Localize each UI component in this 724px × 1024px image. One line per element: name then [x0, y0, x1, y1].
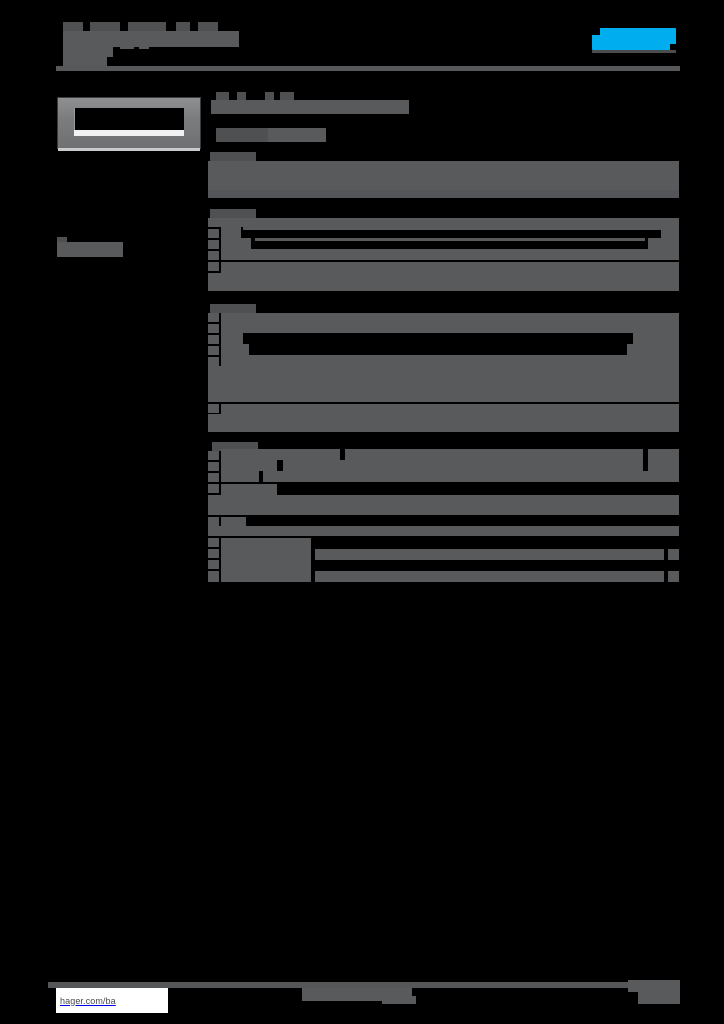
- table-row-key-extra: [221, 471, 259, 482]
- table-row-key: [redacted]: [208, 451, 219, 460]
- page-title-fragment: [265, 92, 274, 100]
- section-label: [redacted]: [212, 442, 258, 451]
- footer-page-number: [redacted]: [628, 980, 680, 992]
- footer-divider: [48, 982, 680, 988]
- header-title-block: [63, 31, 239, 47]
- footer-url-link[interactable]: hager.com/ba: [56, 988, 168, 1013]
- header-subtitle-fragment: [139, 42, 149, 49]
- footer-url-text: hager.com/ba: [60, 995, 116, 1006]
- section-body: [208, 366, 679, 402]
- header-reference-block: [redacted]: [63, 57, 107, 68]
- table-row-value: [redacted]: [263, 471, 679, 482]
- header-title-fragment: [90, 22, 120, 31]
- section-label: [redacted]: [210, 209, 256, 218]
- table-row-key-extra: [221, 460, 277, 471]
- table-row-unit: [633, 333, 679, 344]
- table-row-key: [redacted]: [208, 335, 219, 344]
- table-row-value: [redacted]: [250, 526, 679, 536]
- table-row-key: [redacted]: [208, 240, 219, 249]
- footer-page-number-extra: [638, 992, 680, 1004]
- table-row-value: [redacted]: [243, 227, 661, 230]
- table-row: [redacted]: [208, 218, 679, 227]
- header-divider: [56, 66, 680, 71]
- table-row-key: [redacted]: [208, 560, 219, 569]
- page-title-fragment: [216, 92, 229, 100]
- table-row-unit: [648, 460, 679, 471]
- page-title-fragment: [237, 92, 246, 100]
- hager-logo-shadow: [592, 50, 676, 53]
- header-subtitle-fragment: [120, 42, 134, 49]
- page-title: [redacted]: [211, 100, 409, 114]
- section-body: [208, 273, 679, 291]
- table-row-key: [redacted]: [208, 462, 219, 471]
- table-row-value: [redacted]: [345, 449, 643, 460]
- table-row-unit: [648, 449, 679, 460]
- table-row-key: [redacted]: [208, 313, 219, 322]
- header-title-fragment: [176, 22, 190, 31]
- table-row-key: [redacted]: [208, 484, 219, 493]
- product-photo: [57, 97, 201, 149]
- section-label: [redacted]: [210, 304, 256, 313]
- table-row-key-extra: [221, 517, 246, 526]
- table-row-key: [redacted]: [208, 251, 219, 260]
- table-row-value: [redacted]: [283, 460, 643, 471]
- table-row-key-wide: [208, 526, 254, 536]
- table-row-unit: [627, 344, 679, 355]
- table-row-key: [redacted]: [208, 229, 219, 238]
- table-row-key: [redacted]: [208, 404, 219, 413]
- page-footer: [redacted] [redacted]: [0, 960, 724, 1024]
- table-row-key: [redacted]: [208, 357, 219, 366]
- table-row-key-extra: [221, 238, 251, 249]
- table-row-unit: [661, 218, 679, 238]
- header-title-fragment: [redacted]: [63, 22, 83, 31]
- section-label: [redacted]: [210, 152, 256, 161]
- sidebar-note-block: [redacted]: [57, 242, 123, 257]
- table-row-unit: [668, 549, 679, 560]
- hager-logo: hager-logo: [592, 28, 676, 50]
- section-body: [208, 414, 679, 432]
- table-row-value: [redacted]: [208, 495, 679, 515]
- table-row-unit: [648, 238, 679, 249]
- header-title-fragment: [198, 22, 218, 31]
- table-row-key-extra: [221, 333, 243, 344]
- page-header: [redacted] [redacted] [redacted] hager-l…: [0, 0, 724, 80]
- table-row-key-extra: [221, 549, 311, 560]
- table-row-key: [redacted]: [208, 346, 219, 355]
- table-row-key-extra: [221, 449, 340, 460]
- table-row-key: [redacted]: [208, 262, 219, 271]
- page-subtitle-emphasis: [216, 128, 268, 142]
- table-row-key: [redacted]: [208, 517, 219, 526]
- product-photo-base-edge: [58, 148, 200, 151]
- table-row-key: [redacted]: [208, 473, 219, 482]
- header-title-fragment: [128, 22, 166, 31]
- footer-center-fragment: [382, 996, 416, 1004]
- sidebar-note-fragment: [57, 237, 67, 242]
- page-title-fragment: [280, 92, 294, 100]
- table-row-key-extra: [221, 227, 241, 238]
- table-row-value: [redacted]: [255, 238, 645, 241]
- table-row-value: [redacted]: [221, 313, 679, 333]
- table-row-key: [redacted]: [208, 324, 219, 333]
- table-row-value: [redacted]: [315, 549, 664, 560]
- sidebar-note: [redacted]: [0, 200, 200, 320]
- table-row-key: [redacted]: [208, 538, 219, 547]
- table-row-key-extra: [221, 560, 311, 582]
- table-row-value: [redacted]: [221, 249, 679, 260]
- table-row-key: [redacted]: [208, 549, 219, 558]
- product-photo-inner-bevel: [74, 108, 184, 136]
- table-row-key: [208, 571, 219, 582]
- table-row: [redacted]: [208, 190, 679, 198]
- table-row-value: [redacted]: [315, 571, 664, 582]
- header-subtitle-block: [redacted]: [63, 47, 113, 57]
- table-row-key-extra: [221, 538, 311, 549]
- table-row-key-extra: [221, 344, 249, 355]
- table-row-unit: [668, 571, 679, 582]
